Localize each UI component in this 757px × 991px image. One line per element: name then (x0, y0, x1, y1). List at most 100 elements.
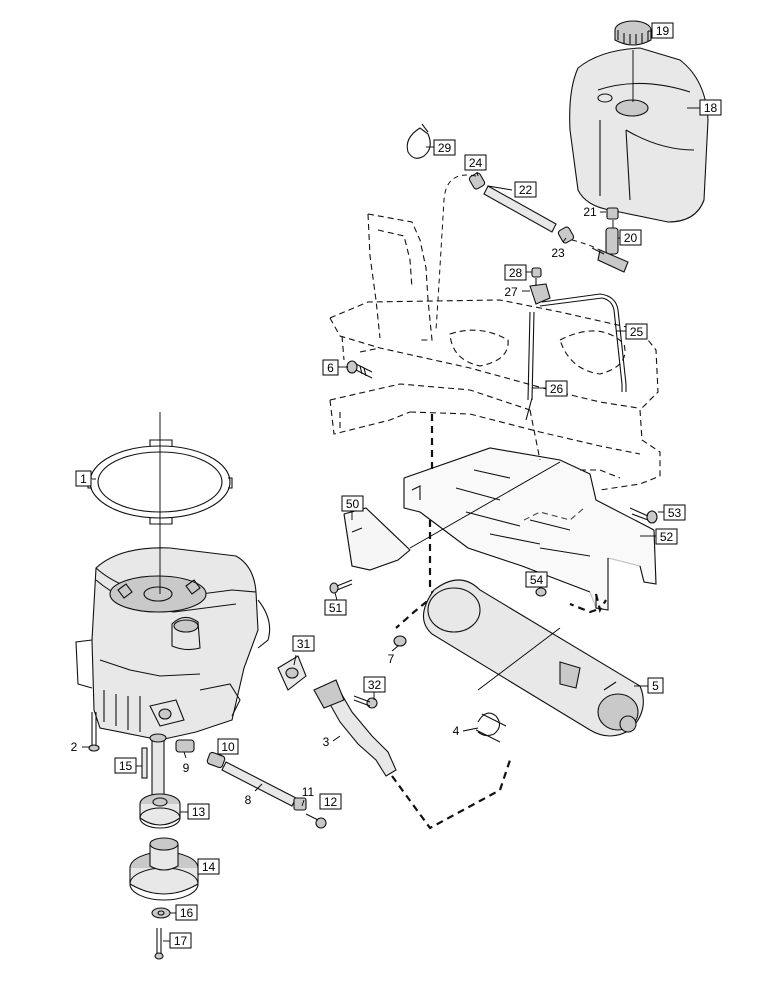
callout-3-text: 3 (323, 735, 330, 749)
exhaust-bolts (353, 695, 378, 709)
callout-12: 12 (319, 793, 342, 810)
callout-23-text: 23 (551, 246, 565, 260)
shield-nut (535, 587, 547, 597)
callout-22-text: 22 (519, 183, 533, 197)
exhaust-pipe (313, 679, 397, 777)
callout-28-text: 28 (509, 266, 523, 280)
muffler (422, 579, 644, 737)
callout-53: 53 (663, 504, 686, 521)
callout-51-text: 51 (329, 601, 343, 615)
callout-5-text: 5 (652, 679, 659, 693)
callout-1: 1 (75, 470, 92, 487)
callout-26: 26 (545, 380, 568, 397)
fuel-shutoff-valve (591, 227, 629, 273)
callout-50-text: 50 (346, 497, 360, 511)
callout-28: 28 (504, 264, 527, 281)
callout-20-text: 20 (624, 231, 638, 245)
callout-14: 14 (197, 858, 220, 875)
callout-31: 31 (292, 635, 315, 652)
callout-15-text: 15 (119, 759, 133, 773)
callout-9-text: 9 (183, 761, 190, 775)
callout-27: 27 (504, 285, 518, 299)
callout-14-text: 14 (202, 860, 216, 874)
engine-mount-bolt (88, 712, 100, 752)
callout-7: 7 (388, 652, 395, 666)
heat-shield (403, 447, 657, 611)
callout-17-text: 17 (174, 934, 188, 948)
fuel-cap (614, 20, 652, 46)
callout-32-text: 32 (368, 678, 382, 692)
oil-drain-adapter (175, 739, 195, 753)
drive-pulley-large (129, 837, 199, 901)
callout-29-text: 29 (438, 141, 452, 155)
fuel-hose (435, 172, 601, 331)
pulley-bolt (154, 928, 164, 960)
callout-52: 52 (655, 528, 678, 545)
callout-21: 21 (583, 205, 597, 219)
plate-screw (329, 579, 353, 594)
callout-25: 25 (625, 323, 648, 340)
callout-13: 13 (187, 803, 210, 820)
callout-13-text: 13 (192, 805, 206, 819)
shield-plate (343, 507, 411, 571)
callout-21-text: 21 (583, 205, 597, 219)
callout-2: 2 (71, 740, 78, 754)
callout-18-text: 18 (704, 101, 718, 115)
drive-pulley-small (139, 793, 181, 829)
callout-4-text: 4 (453, 724, 460, 738)
engine (75, 547, 271, 741)
callout-11: 11 (302, 785, 315, 799)
tractor-frame (329, 213, 661, 521)
frame-bolt (346, 360, 373, 379)
fuel-tank (569, 47, 709, 223)
callout-16-text: 16 (180, 906, 194, 920)
callout-23: 23 (551, 246, 565, 260)
callout-12-text: 12 (324, 795, 338, 809)
callout-24: 24 (464, 154, 487, 171)
callout-26-text: 26 (550, 382, 564, 396)
callout-22: 22 (514, 181, 537, 198)
callout-52-text: 52 (660, 530, 674, 544)
hose-clamp (406, 123, 431, 159)
callout-16: 16 (175, 904, 198, 921)
crankshaft (149, 733, 167, 797)
callout-27-text: 27 (504, 285, 518, 299)
muffler-clamp (475, 712, 507, 743)
callout-11-text: 11 (302, 785, 315, 799)
callout-10-text: 10 (221, 740, 235, 754)
callout-15: 15 (114, 757, 137, 774)
callout-54-text: 54 (530, 573, 544, 587)
callout-20: 20 (619, 229, 642, 246)
callout-19-text: 19 (656, 24, 670, 38)
callout-5: 5 (647, 677, 664, 694)
callout-18: 18 (699, 99, 722, 116)
callout-19: 19 (651, 22, 674, 39)
pulley-washer (151, 907, 171, 919)
callout-4: 4 (453, 724, 460, 738)
callout-54: 54 (525, 571, 548, 588)
control-rod (539, 293, 627, 392)
callout-17: 17 (169, 932, 192, 949)
leader-lines (82, 30, 700, 942)
clip-screw (531, 267, 542, 286)
callout-9: 9 (183, 761, 190, 775)
callout-1-text: 1 (80, 472, 87, 486)
callout-3: 3 (323, 735, 330, 749)
callout-6: 6 (322, 359, 339, 376)
exhaust-gasket (277, 655, 307, 691)
muffler-nut (393, 635, 407, 647)
shield-screw (629, 507, 658, 524)
drain-cap (305, 813, 327, 829)
callout-29: 29 (433, 139, 456, 156)
callout-25-text: 25 (630, 325, 644, 339)
rod-clip (529, 283, 551, 305)
callout-2-text: 2 (71, 740, 78, 754)
callout-8: 8 (245, 793, 252, 807)
callout-10: 10 (217, 738, 239, 755)
callout-50: 50 (341, 495, 364, 512)
callout-6-text: 6 (327, 361, 334, 375)
callout-8-text: 8 (245, 793, 252, 807)
callout-53-text: 53 (668, 506, 682, 520)
shaft-key (141, 747, 148, 779)
